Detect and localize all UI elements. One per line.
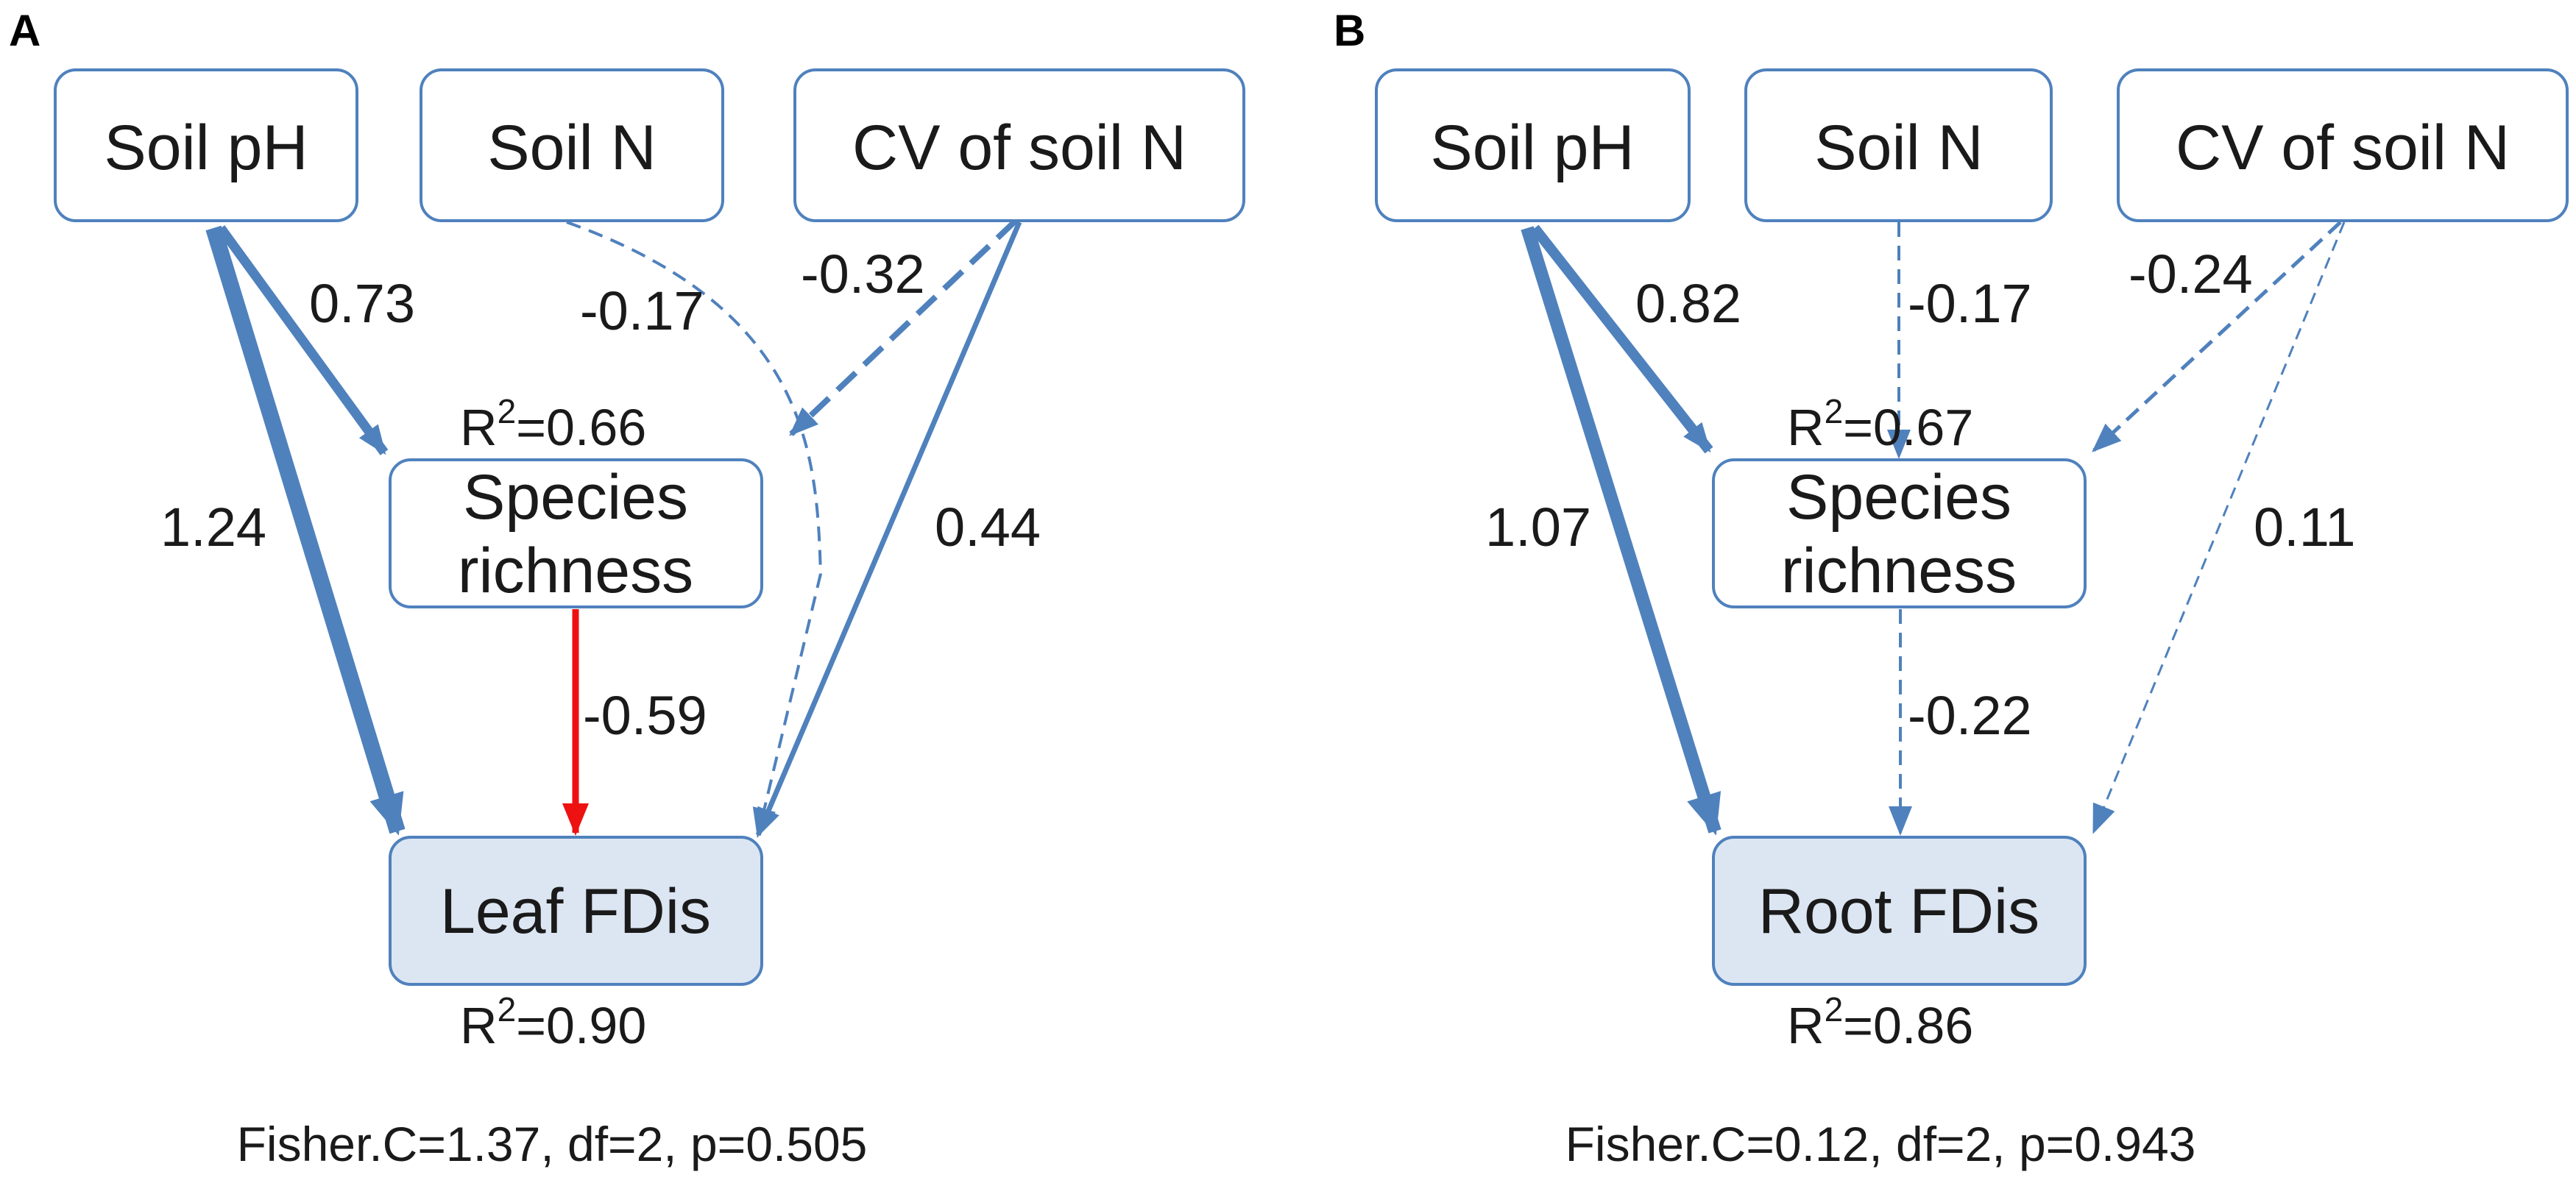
coef-a-cv-to-response: 0.44 bbox=[935, 497, 1041, 558]
coef-b-cv-to-response: 0.11 bbox=[2254, 497, 2356, 558]
fit-stats-a: Fisher.C=1.37, df=2, p=0.505 bbox=[237, 1117, 868, 1171]
box-a-soil-n bbox=[420, 68, 724, 222]
path-a-ph-to-response bbox=[205, 225, 406, 836]
path-b-ph-to-richness bbox=[1530, 224, 1713, 454]
box-a-response-label: Leaf FDis bbox=[440, 876, 711, 947]
path-b-ph-to-response bbox=[1521, 226, 1722, 836]
box-a-species-label-1: Species bbox=[463, 462, 688, 533]
box-b-soil-ph-label: Soil pH bbox=[1430, 113, 1634, 183]
box-b-species-richness bbox=[1712, 458, 2087, 608]
r2-b-richness: R2=0.67 bbox=[1787, 392, 1973, 456]
path-b-cv-to-response bbox=[2092, 221, 2346, 834]
box-b-soil-ph bbox=[1375, 68, 1691, 222]
r2-a-richness: R2=0.66 bbox=[460, 392, 646, 456]
box-b-soil-n bbox=[1744, 68, 2053, 222]
path-a-cv-to-response bbox=[755, 221, 1022, 838]
coef-a-richness-to-response: -0.59 bbox=[583, 685, 707, 746]
panel-a-letter: A bbox=[9, 6, 40, 55]
box-a-soil-ph-label: Soil pH bbox=[104, 113, 308, 183]
coef-a-cv-to-richness: -0.32 bbox=[801, 244, 925, 305]
path-a-cv-to-richness bbox=[789, 219, 1018, 436]
box-b-soil-n-label: Soil N bbox=[1814, 113, 1983, 183]
box-a-response bbox=[389, 836, 763, 986]
coef-b-richness-to-response: -0.22 bbox=[1908, 685, 2032, 746]
coef-b-cv-to-richness: -0.24 bbox=[2129, 244, 2253, 305]
box-a-cv-soil-n-label: CV of soil N bbox=[852, 113, 1186, 183]
box-b-species-label-2: richness bbox=[1781, 536, 2017, 606]
box-b-cv-soil-n bbox=[2117, 68, 2569, 222]
box-a-species-richness bbox=[389, 458, 763, 608]
path-a-ph-to-richness bbox=[216, 225, 389, 455]
r2-b-response: R2=0.86 bbox=[1787, 990, 1973, 1054]
coef-b-n-to-richness: -0.17 bbox=[1908, 273, 2032, 334]
panel-b-letter: B bbox=[1334, 6, 1365, 55]
box-a-soil-n-label: Soil N bbox=[487, 113, 656, 183]
coef-a-n-to-response: -0.17 bbox=[580, 280, 704, 341]
panel-a: A Soil pH Soil N CV of soil N Species ri… bbox=[9, 6, 1245, 1171]
fit-stats-b: Fisher.C=0.12, df=2, p=0.943 bbox=[1565, 1117, 2196, 1171]
path-a-n-to-response bbox=[566, 221, 823, 838]
coef-b-ph-to-richness: 0.82 bbox=[1635, 273, 1741, 334]
box-b-species-label-1: Species bbox=[1786, 462, 2011, 533]
coef-a-ph-to-richness: 0.73 bbox=[309, 273, 415, 334]
coef-b-ph-to-response: 1.07 bbox=[1485, 497, 1591, 558]
box-b-response-label: Root FDis bbox=[1758, 876, 2039, 947]
panel-b: B Soil pH Soil N CV of soil N Species ri… bbox=[1334, 6, 2569, 1171]
box-a-cv-soil-n bbox=[793, 68, 1245, 222]
box-b-cv-soil-n-label: CV of soil N bbox=[2176, 113, 2510, 183]
coef-a-ph-to-response: 1.24 bbox=[160, 497, 266, 558]
box-a-species-label-2: richness bbox=[458, 536, 693, 606]
box-b-response bbox=[1712, 836, 2087, 986]
r2-a-response: R2=0.90 bbox=[460, 990, 646, 1054]
box-a-soil-ph bbox=[54, 68, 358, 222]
path-b-cv-to-richness bbox=[2092, 221, 2342, 452]
